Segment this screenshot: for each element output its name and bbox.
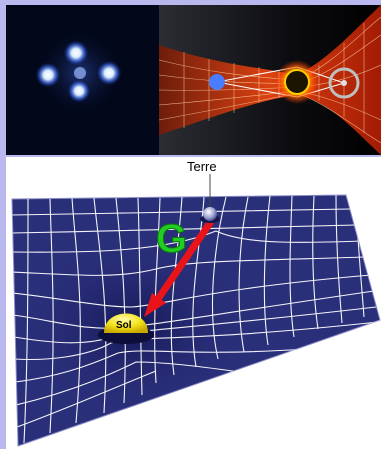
lensed-image-left — [35, 62, 61, 88]
sun-label: Sol — [116, 320, 132, 331]
lensed-image-right — [96, 60, 122, 86]
earth-ball — [203, 207, 217, 221]
spacetime-grid-svg: G Sol — [6, 157, 381, 449]
lens-sun — [284, 69, 310, 95]
lensed-image-top — [63, 40, 89, 66]
lens-galaxy — [74, 67, 86, 79]
lensing-svg — [159, 5, 381, 155]
distant-star-ring — [328, 67, 360, 99]
gravity-label: G — [156, 217, 187, 261]
spacetime-grid-image: G Sol — [6, 157, 381, 449]
earth-label: Terre — [187, 159, 217, 174]
einstein-cross-svg — [6, 5, 159, 155]
sun-dome — [104, 313, 148, 333]
einstein-cross-image — [6, 5, 159, 155]
earth-circle — [209, 74, 225, 90]
gravitational-lensing-image — [159, 5, 381, 155]
grid-lines — [12, 195, 379, 444]
gravity-arrow — [144, 219, 214, 317]
lensed-image-bottom — [67, 79, 91, 103]
